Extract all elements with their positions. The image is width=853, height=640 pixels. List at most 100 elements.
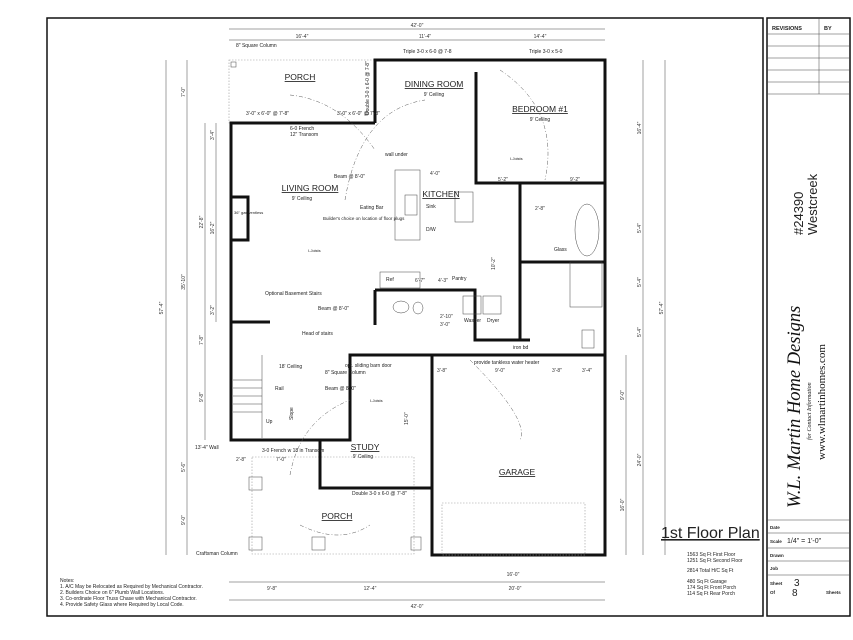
dim-left: 16'-2" bbox=[210, 221, 216, 234]
dim-interior: 2'-10" bbox=[440, 314, 453, 320]
title-block-border bbox=[766, 17, 851, 617]
square-column bbox=[230, 61, 237, 68]
dim-right-total: 57'-4" bbox=[659, 301, 665, 314]
sheets-label: Sheets bbox=[826, 590, 841, 595]
dim-interior: 9'-2" bbox=[570, 177, 580, 183]
refrigerator bbox=[379, 271, 421, 289]
note: Optional Basement Stairs bbox=[265, 291, 322, 297]
room-porch-front: PORCH bbox=[322, 511, 353, 521]
revisions-header: REVISIONS bbox=[772, 26, 802, 32]
note: Washer bbox=[464, 318, 481, 324]
craftsman-column bbox=[248, 476, 263, 491]
note-item: 1. A/C May be Relocated as Required by M… bbox=[60, 584, 203, 590]
washer bbox=[462, 295, 482, 315]
sink bbox=[404, 194, 418, 216]
dim-bottom: 20'-0" bbox=[509, 586, 522, 592]
note: 3-0 French w 18 in Transom bbox=[262, 448, 324, 454]
note: Craftsman Column bbox=[196, 551, 238, 557]
ceiling-label: 9' Ceiling bbox=[424, 92, 445, 98]
note: 8" Square Column bbox=[325, 370, 366, 376]
room-bedroom-1: BEDROOM #1 bbox=[512, 104, 568, 114]
dim-left: 9'-0" bbox=[181, 515, 187, 525]
dim-top: 14'-4" bbox=[534, 34, 547, 40]
toilet bbox=[412, 301, 424, 315]
note: I-Joists bbox=[370, 398, 383, 403]
dim-interior: 2'-8" bbox=[236, 457, 246, 463]
svg-text:for Contact Information: for Contact Information bbox=[806, 382, 813, 440]
by-header: BY bbox=[824, 26, 832, 32]
room-kitchen: KITCHEN bbox=[422, 189, 459, 199]
note: D/W bbox=[426, 227, 436, 233]
room-porch-rear: PORCH bbox=[285, 72, 316, 82]
area-stat: 1563 Sq Ft First Floor bbox=[687, 552, 736, 558]
note: Triple 3-0 x 5-0 bbox=[529, 49, 563, 55]
scale-label: Scale bbox=[770, 539, 782, 544]
dim-interior: 3'-8" bbox=[552, 368, 562, 374]
note: Double 3-0 x 6-0 @ 7'-8" bbox=[352, 491, 407, 497]
dim-interior: 9'-0" bbox=[495, 368, 505, 374]
area-stat: 174 Sq Ft Front Porch bbox=[687, 585, 736, 591]
note: Eating Bar bbox=[360, 205, 384, 211]
note: I-Joists bbox=[308, 248, 321, 253]
area-stat: 480 Sq Ft Garage bbox=[687, 579, 727, 585]
dim-interior: 5'-2" bbox=[498, 177, 508, 183]
note: Beam @ 8'-0" bbox=[318, 306, 349, 312]
dim-left: 35'-10" bbox=[181, 274, 187, 290]
note: Builder's choice on location of floor pl… bbox=[323, 216, 405, 221]
note: wall under bbox=[385, 152, 408, 158]
dim-interior: 3'-0" bbox=[440, 322, 450, 328]
room-study: STUDY bbox=[351, 442, 380, 452]
dim-right: 16'-0" bbox=[620, 498, 626, 511]
dim-left: 7'-8" bbox=[199, 335, 205, 345]
note: Slope bbox=[289, 407, 295, 420]
range bbox=[454, 191, 474, 223]
dim-top: 16'-4" bbox=[296, 34, 309, 40]
note: I-Joists bbox=[510, 156, 523, 161]
dim-left: 3'-2" bbox=[210, 305, 216, 315]
dim-right: 9'-0" bbox=[620, 390, 626, 400]
note: Glass bbox=[554, 247, 567, 253]
drawing-border bbox=[46, 17, 764, 617]
note: 12" Transom bbox=[290, 132, 318, 138]
dim-interior: 6'-7" bbox=[415, 278, 425, 284]
plan-number: #24390 bbox=[791, 192, 806, 235]
dim-interior: 15'-0" bbox=[404, 412, 410, 425]
note: 8" Square Column bbox=[236, 43, 277, 49]
note-item: 2. Builders Choice on 6" Plumb Wall Loca… bbox=[60, 590, 164, 596]
dimension-lines bbox=[165, 28, 666, 601]
sheet-total: 8 bbox=[792, 588, 798, 599]
dim-interior: 10'-2" bbox=[491, 257, 497, 270]
plan-title: 1st Floor Plan bbox=[661, 525, 760, 542]
drawn-label: Drawn bbox=[770, 553, 784, 558]
shower bbox=[569, 261, 603, 308]
dim-top-total: 42'-0" bbox=[411, 23, 424, 29]
company-logo: W.L. Martin Home Designs for Contact Inf… bbox=[785, 306, 828, 508]
sheet-label: Sheet bbox=[770, 581, 783, 586]
note: Ref bbox=[386, 277, 394, 283]
ceiling-label: 9' Ceiling bbox=[353, 454, 374, 460]
dim-left: 7'-0" bbox=[181, 87, 187, 97]
note: 3'-0" x 6'-0" @ 7'-8" bbox=[246, 111, 289, 117]
revisions-table bbox=[767, 18, 850, 95]
note: Pantry bbox=[452, 276, 467, 282]
area-stat: 1251 Sq Ft Second Floor bbox=[687, 558, 743, 564]
scale-value: 1/4" = 1'-0" bbox=[787, 538, 822, 545]
note: Beam @ 8'-0" bbox=[334, 174, 365, 180]
note: Sink bbox=[426, 204, 436, 210]
note: 18' Ceiling bbox=[279, 364, 302, 370]
dim-interior: 7'-0" bbox=[276, 457, 286, 463]
dim-interior: 4'-0" bbox=[430, 171, 440, 177]
note: Up bbox=[266, 419, 273, 425]
area-stat: 2814 Total H/C Sq Ft bbox=[687, 568, 734, 574]
exterior-walls bbox=[229, 58, 607, 557]
sheet-number: 3 bbox=[794, 578, 800, 589]
lavatory bbox=[392, 300, 410, 314]
dim-right: 5'-4" bbox=[637, 223, 643, 233]
job-label: Job bbox=[770, 566, 778, 571]
of-label: Of bbox=[770, 590, 776, 595]
svg-text:www.wlmartinhomes.com: www.wlmartinhomes.com bbox=[816, 344, 828, 460]
dim-left: 9'-8" bbox=[199, 392, 205, 402]
note: Double 3-0 x 6-0 @ 7-8" bbox=[365, 61, 371, 115]
note: iron bd bbox=[513, 345, 529, 351]
